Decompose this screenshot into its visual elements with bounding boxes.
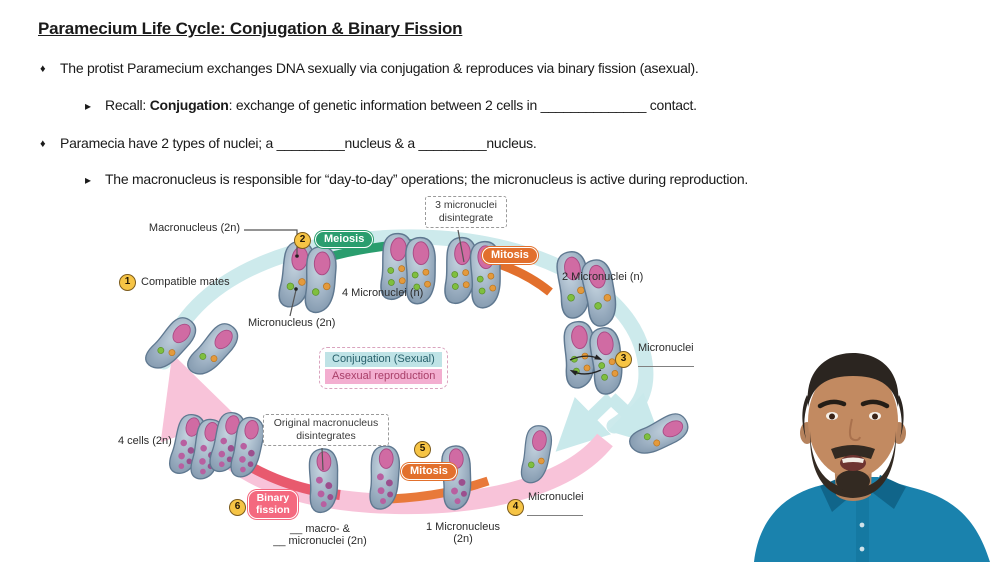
bullet-2-rest: : exchange of genetic information betwee… bbox=[228, 97, 697, 113]
diamond-bullet-icon: ♦ bbox=[40, 63, 46, 75]
eyebrow bbox=[817, 399, 847, 409]
macro-micro-line2: __ micronuclei (2n) bbox=[273, 535, 367, 547]
bullet-3: ♦ Paramecia have 2 types of nuclei; a ___… bbox=[40, 135, 537, 151]
presenter-illustration bbox=[754, 353, 990, 562]
orig-macro-pointer-line bbox=[321, 447, 324, 471]
mitosis-top-pill: Mitosis bbox=[482, 247, 538, 264]
life-cycle-diagram: Macronucleus (2n) 1 Compatible mates 2 M… bbox=[100, 192, 720, 562]
face bbox=[808, 364, 898, 478]
mitosis-bottom-segment bbox=[389, 476, 490, 504]
chin-beard bbox=[836, 470, 870, 492]
legend-asexual: Asexual reproduction bbox=[325, 369, 443, 384]
step-1-badge: 1 bbox=[119, 274, 136, 291]
step-6-badge: 6 bbox=[229, 499, 246, 516]
meiosis-pill: Meiosis bbox=[315, 231, 374, 248]
triangle-bullet-icon: ▸ bbox=[85, 173, 91, 187]
micronuclei-3-blank bbox=[638, 352, 694, 367]
bullet-3-text: Paramecia have 2 types of nuclei; a ____… bbox=[60, 135, 537, 151]
diamond-bullet-icon: ♦ bbox=[40, 138, 46, 150]
mitosis-bottom-pill: Mitosis bbox=[401, 463, 457, 480]
micronucleus-label: Micronucleus (2n) bbox=[248, 317, 336, 329]
compatible-mates-label: Compatible mates bbox=[141, 276, 230, 288]
one-micronucleus-line2: (2n) bbox=[453, 533, 473, 545]
four-daughter-cells bbox=[166, 409, 267, 483]
binary-fission-line2: fission bbox=[256, 503, 290, 516]
orig-macronucleus-cell bbox=[307, 447, 340, 514]
bullet-1: ♦ The protist Paramecium exchanges DNA se… bbox=[40, 60, 699, 76]
exchange-pair-cells bbox=[562, 319, 627, 397]
button bbox=[859, 546, 865, 552]
macronucleus-pointer-dot bbox=[295, 254, 299, 258]
macronucleus-label: Macronucleus (2n) bbox=[148, 222, 240, 234]
binary-fission-pill: Binary fission bbox=[248, 490, 298, 519]
mustache bbox=[831, 445, 875, 459]
bullet-2-bold: Conjugation bbox=[149, 97, 229, 113]
compatible-mates-cells bbox=[140, 311, 244, 383]
exchange-arrow-left bbox=[569, 369, 602, 376]
hair bbox=[807, 353, 899, 407]
pupil bbox=[829, 413, 835, 420]
micronucleus-pointer-line bbox=[289, 289, 297, 317]
micronuclei-3-label: Micronuclei bbox=[638, 342, 694, 354]
macro-micro-blank-label: __ macro- & __ micronuclei (2n) bbox=[260, 523, 380, 547]
hair-side bbox=[802, 395, 809, 439]
four-micronuclei-label: 4 Micronuclei (n) bbox=[342, 287, 424, 299]
step-2-badge: 2 bbox=[294, 232, 311, 249]
micronuclei-4-label: Micronuclei bbox=[528, 491, 584, 503]
one-micronucleus-label: 1 Micronucleus (2n) bbox=[418, 521, 508, 545]
step-4-badge: 4 bbox=[507, 499, 524, 516]
step-3-badge: 3 bbox=[615, 351, 632, 368]
two-micronuclei-label: 2 Micronuclei (n) bbox=[562, 271, 644, 283]
micronuclei-4-blank bbox=[527, 501, 583, 516]
bullet-2: ▸ Recall: Conjugation: exchange of geneti… bbox=[85, 97, 697, 113]
life-cycle-artwork bbox=[140, 229, 694, 515]
eyebrow bbox=[860, 399, 890, 409]
presenter-video bbox=[752, 345, 1000, 562]
shirt bbox=[754, 477, 990, 562]
bullet-2-prefix: Recall: bbox=[105, 97, 150, 113]
pupil bbox=[872, 413, 878, 420]
bullet-1-text: The protist Paramecium exchanges DNA sex… bbox=[60, 60, 699, 76]
page-title: Paramecium Life Cycle: Conjugation & Bin… bbox=[38, 19, 463, 38]
placket bbox=[856, 497, 869, 562]
binary-fission-line1: Binary bbox=[256, 492, 290, 504]
teeth bbox=[842, 457, 864, 463]
micronucleus-pointer-dot bbox=[294, 287, 298, 291]
four-cells-label: 4 cells (2n) bbox=[118, 435, 172, 447]
meiosis-pair-cells bbox=[276, 239, 338, 314]
bullet-4: ▸ The macronucleus is responsible for “da… bbox=[85, 171, 748, 187]
mouth bbox=[840, 455, 866, 471]
split-arrow-left bbox=[555, 393, 616, 452]
orig-macronucleus-line2: disintegrates bbox=[296, 430, 356, 442]
button bbox=[859, 522, 865, 528]
legend: Conjugation (Sexual) Asexual reproductio… bbox=[319, 347, 449, 389]
triangle-bullet-icon: ▸ bbox=[85, 99, 91, 113]
step-5-badge: 5 bbox=[414, 441, 431, 458]
three-micronuclei-line2: disintegrate bbox=[438, 212, 494, 224]
orig-macronucleus-callout: Original macronucleus disintegrates bbox=[263, 414, 389, 446]
one-micronucleus-line1: 1 Micronucleus bbox=[426, 521, 500, 533]
split-arrow-right bbox=[606, 392, 664, 448]
macro-micro-line1: __ macro- & bbox=[290, 523, 350, 535]
three-micronuclei-line1: 3 micronuclei bbox=[435, 199, 497, 211]
three-micronuclei-callout: 3 micronuclei disintegrate bbox=[425, 196, 507, 228]
exchange-arrow-right bbox=[569, 354, 603, 361]
disintegrate-pointer-line bbox=[457, 229, 465, 263]
hair-side bbox=[897, 395, 904, 439]
bullet-4-text: The macronucleus is responsible for “day… bbox=[105, 171, 748, 187]
two-micronuclei-pair-cells bbox=[553, 249, 622, 329]
legend-sexual: Conjugation (Sexual) bbox=[325, 352, 443, 367]
orig-macronucleus-line1: Original macronucleus bbox=[273, 417, 379, 429]
nose bbox=[848, 418, 861, 442]
